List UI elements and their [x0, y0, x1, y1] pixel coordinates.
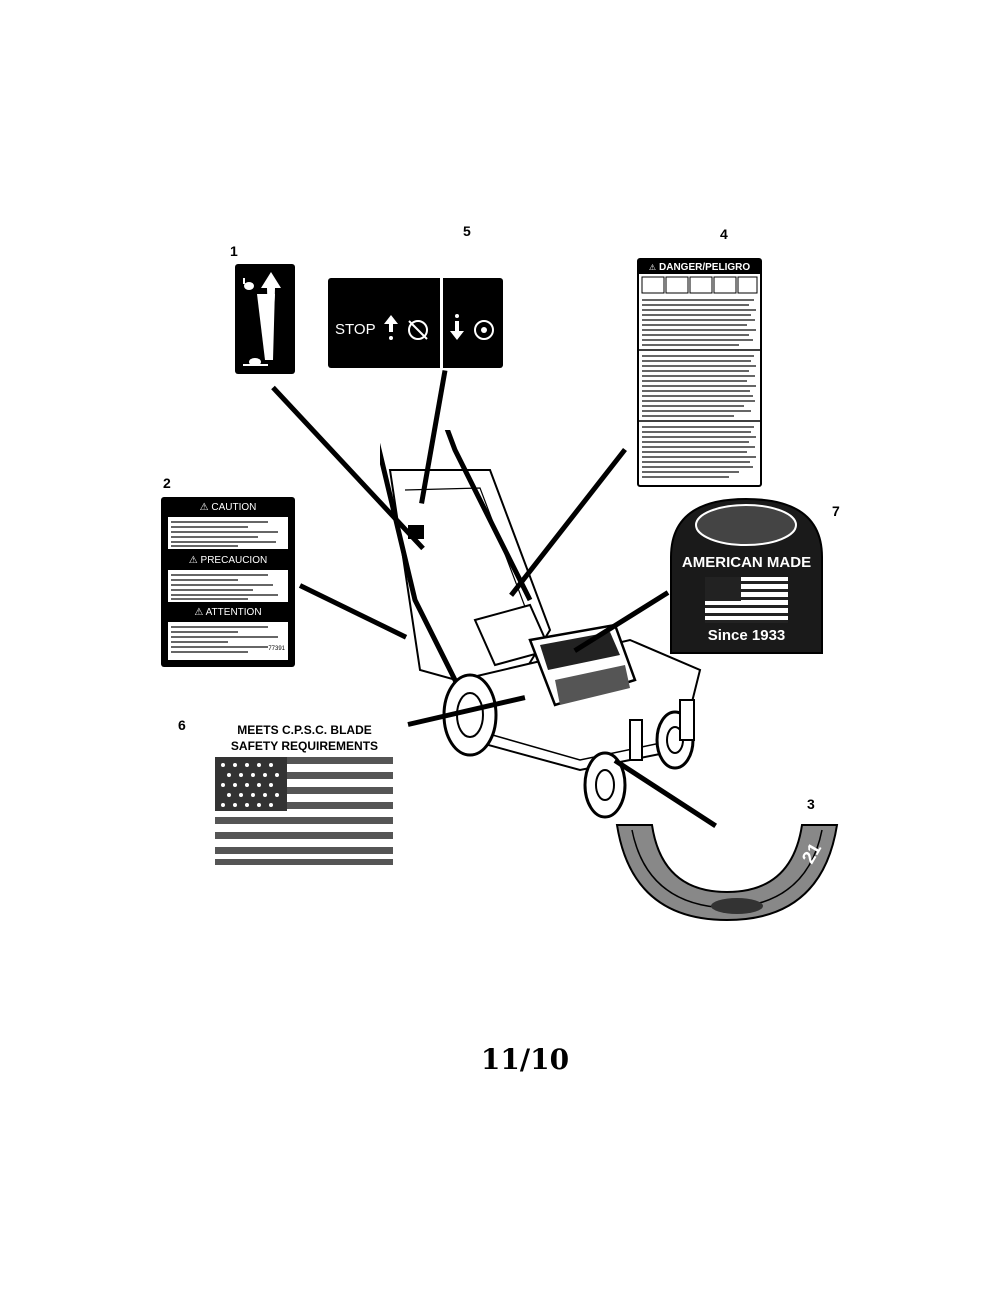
decal-7-american-made: AMERICAN MADE Since 1933: [669, 497, 824, 655]
warning-triangle-icon: ⚠: [199, 502, 212, 513]
callout-3: 3: [807, 796, 815, 812]
decal-5-stop-control: STOP: [328, 278, 503, 368]
arrow-up-icon: [384, 315, 398, 340]
warning-triangle-icon: ⚠: [648, 262, 657, 272]
attention-label: ATTENTION: [205, 607, 262, 618]
precaucion-header: ⚠ PRECAUCION: [161, 555, 295, 566]
callout-2: 2: [163, 475, 171, 491]
caution-header: ⚠ CAUTION: [161, 502, 295, 513]
precaucion-text-panel: [168, 570, 288, 602]
danger-header: ⚠ DANGER/PELIGRO: [639, 260, 760, 274]
page-code: 11/10: [480, 1043, 570, 1076]
danger-fine-print: [639, 276, 760, 478]
callout-5: 5: [463, 223, 471, 239]
callout-4: 4: [720, 226, 728, 242]
arrow-down-icon: [450, 314, 464, 340]
decal-6-cpsc: MEETS C.P.S.C. BLADE SAFETY REQUIREMENTS: [207, 715, 402, 873]
warning-triangle-icon: ⚠: [194, 607, 206, 618]
cpsc-line-1: MEETS C.P.S.C. BLADE: [237, 723, 372, 737]
engine-on-icon: [474, 320, 494, 340]
callout-1: 1: [230, 243, 238, 259]
caution-text-panel: [168, 517, 288, 549]
american-made-text: AMERICAN MADE: [681, 554, 812, 571]
callout-6: 6: [178, 717, 186, 733]
decal-4-danger-peligro: ⚠ DANGER/PELIGRO: [637, 258, 762, 487]
rabbit-icon: [243, 278, 254, 290]
cpsc-line-2: SAFETY REQUIREMENTS: [230, 739, 379, 753]
attention-header: ⚠ ATTENTION: [161, 607, 295, 618]
attention-text-panel: 77391: [168, 622, 288, 660]
stop-label: STOP: [335, 321, 376, 338]
danger-header-text: DANGER/PELIGRO: [659, 261, 751, 273]
engine-off-icon: [408, 320, 428, 340]
turtle-icon: [243, 358, 268, 366]
decal-2-part-number: 77391: [268, 646, 285, 652]
decal-3-wheel-band: [615, 824, 839, 922]
speed-arrow-icon: [257, 272, 281, 360]
caution-label: CAUTION: [211, 502, 257, 513]
brand-oval: [695, 504, 797, 546]
decal-divider: [440, 278, 443, 368]
warning-triangle-icon: ⚠: [188, 555, 201, 566]
since-1933-text: Since 1933: [707, 627, 786, 644]
us-flag-icon: [215, 757, 393, 865]
decal-2-caution: ⚠ CAUTION ⚠ PRECAUCION ⚠ ATTENTION 77391: [161, 497, 295, 667]
callout-7: 7: [832, 503, 840, 519]
precaucion-label: PRECAUCION: [200, 555, 268, 566]
decal-1-speed-control: [235, 264, 295, 374]
